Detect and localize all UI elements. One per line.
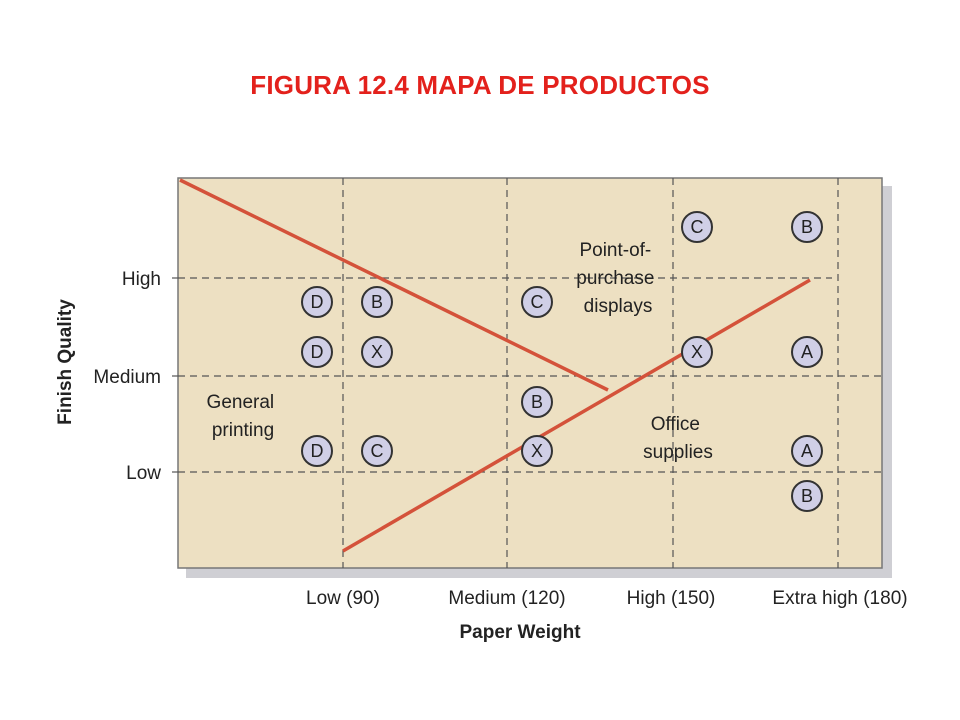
marker-circle: [301, 435, 333, 467]
vertical-gridlines: [342, 178, 839, 568]
marker-label: A: [801, 441, 813, 461]
boundary-line-descending: [179, 178, 609, 392]
region-line: purchase: [576, 268, 654, 289]
region-line: supplies: [643, 442, 713, 463]
region-line: displays: [584, 296, 653, 317]
y-tick-label-high: High: [122, 269, 161, 290]
marker-circle: [791, 211, 823, 243]
region-label-office-supplies: Office supplies: [643, 414, 713, 463]
region-line: General: [207, 392, 275, 413]
marker-circle: [361, 286, 393, 318]
x-tick-label: Extra high (180): [772, 588, 907, 609]
marker-circle: [521, 435, 553, 467]
x-tick-label: High (150): [627, 588, 716, 609]
y-tick-label-medium: Medium: [93, 367, 161, 388]
marker-circle: [681, 336, 713, 368]
page-title: FIGURA 12.4 MAPA DE PRODUCTOS: [250, 70, 710, 100]
marker-label: B: [531, 392, 543, 412]
marker-label: D: [311, 342, 324, 362]
marker-label: B: [371, 292, 383, 312]
marker-label: C: [371, 441, 384, 461]
marker-label: B: [801, 217, 813, 237]
y-axis-title: Finish Quality: [55, 299, 76, 425]
x-axis-title: Paper Weight: [459, 622, 581, 643]
marker-label: X: [371, 342, 383, 362]
marker-label: C: [531, 292, 544, 312]
region-label-general-printing: General printing: [207, 392, 280, 441]
marker-circle: [361, 336, 393, 368]
region-line: printing: [212, 420, 274, 441]
region-line: Point-of-: [579, 240, 651, 261]
plot-area: [177, 177, 883, 569]
marker-circle: [521, 386, 553, 418]
marker-label: B: [801, 486, 813, 506]
marker-circle: [791, 435, 823, 467]
marker-circle: [301, 336, 333, 368]
y-tick-label-low: Low: [126, 463, 161, 484]
boundary-line-ascending: [342, 278, 811, 553]
marker-circle: [301, 286, 333, 318]
marker-label: D: [311, 292, 324, 312]
marker-label: A: [801, 342, 813, 362]
marker-label: X: [691, 342, 703, 362]
marker-circle: [791, 336, 823, 368]
region-label-pop: Point-of- purchase displays: [576, 240, 659, 317]
marker-label: D: [311, 441, 324, 461]
marker-circle: [521, 286, 553, 318]
marker-circle: [361, 435, 393, 467]
data-markers: D B C D X B X A D C X A B C B: [301, 211, 823, 512]
x-tick-label: Medium (120): [448, 588, 565, 609]
x-tick-label: Low (90): [306, 588, 380, 609]
marker-label: X: [531, 441, 543, 461]
horizontal-gridlines: [178, 277, 882, 473]
region-line: Office: [651, 414, 700, 435]
marker-label: C: [691, 217, 704, 237]
marker-circle: [681, 211, 713, 243]
marker-circle: [791, 480, 823, 512]
